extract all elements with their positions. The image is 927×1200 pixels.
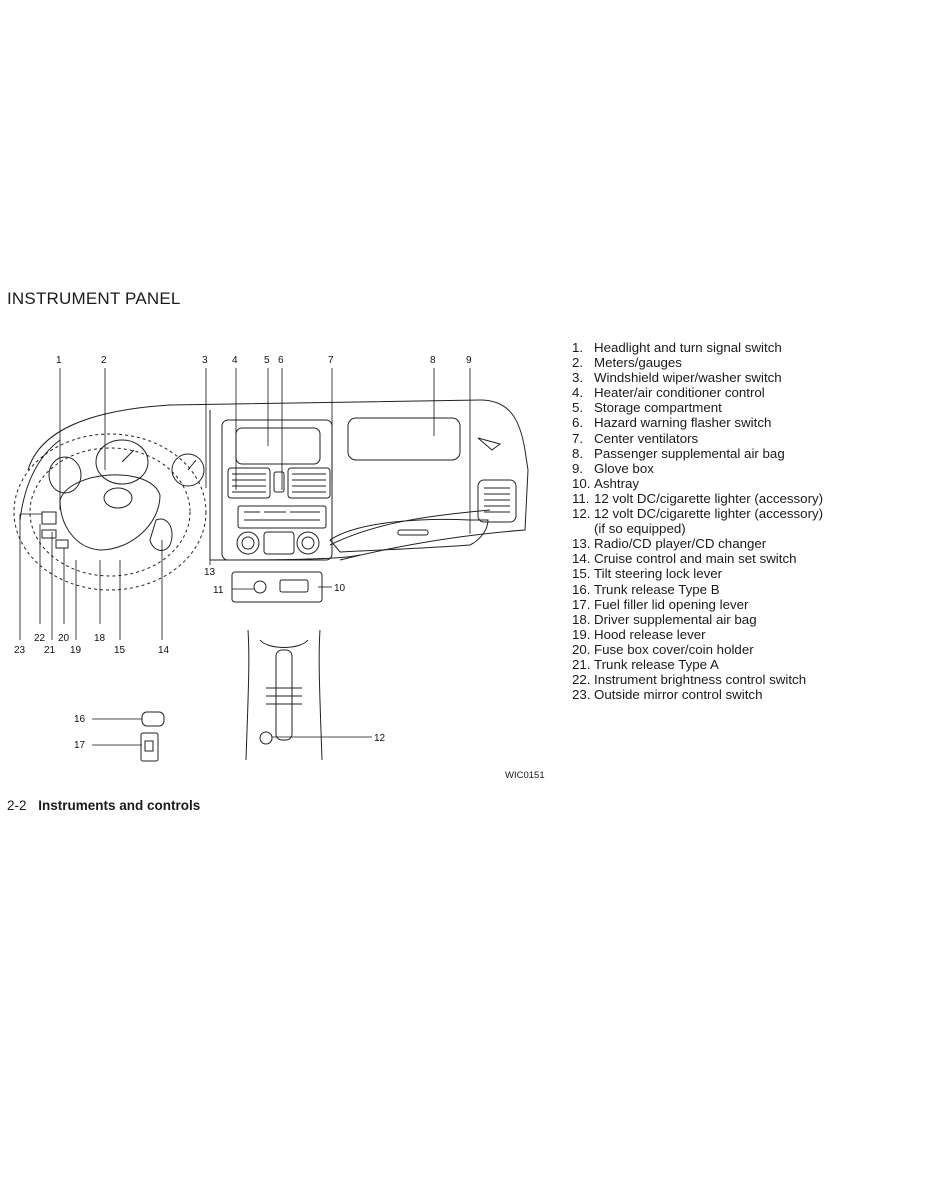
figure-code: WIC0151 — [505, 770, 545, 781]
callout-1: 1 — [56, 355, 62, 366]
page-title: INSTRUMENT PANEL — [7, 289, 181, 308]
steering-wheel-outline — [13, 433, 207, 591]
callout-5: 5 — [264, 355, 270, 366]
legend-item: 13.Radio/CD player/CD changer — [572, 536, 767, 552]
legend-item: 5.Storage compartment — [572, 400, 722, 416]
callout-17: 17 — [74, 740, 86, 751]
callout-21: 21 — [44, 645, 56, 656]
fuel-filler-lever-outline — [140, 732, 159, 762]
passenger-airbag-outline — [347, 417, 461, 461]
callout-9: 9 — [466, 355, 472, 366]
callout-18: 18 — [94, 633, 106, 644]
legend-item: 21.Trunk release Type A — [572, 656, 719, 672]
callout-23: 23 — [14, 645, 26, 656]
legend-item: 3.Windshield wiper/washer switch — [572, 370, 782, 386]
legend-item: 23.Outside mirror control switch — [572, 687, 763, 703]
callout-6: 6 — [278, 355, 284, 366]
page-number: 2-2 — [7, 798, 27, 813]
callout-10: 10 — [334, 583, 346, 594]
glove-box-outline — [329, 518, 489, 553]
page-footer: 2-2 Instruments and controls — [7, 798, 200, 813]
shifter-outline — [275, 649, 293, 741]
callout-15: 15 — [114, 645, 126, 656]
callout-12: 12 — [374, 733, 386, 744]
hvac-knob-right — [296, 531, 320, 555]
callout-numbers: 1 2 3 4 5 6 7 8 9 10 11 12 13 14 15 16 1… — [14, 355, 472, 751]
legend-item: 22.Instrument brightness control switch — [572, 672, 807, 688]
radio-outline — [237, 505, 327, 529]
callout-16: 16 — [74, 714, 86, 725]
callout-8: 8 — [430, 355, 436, 366]
legend-item: 15.Tilt steering lock lever — [572, 566, 723, 582]
trunk-release-b-outline — [141, 711, 165, 727]
callout-22: 22 — [34, 633, 46, 644]
legend-item: 4.Heater/air conditioner control — [572, 385, 765, 401]
dashboard-outline — [27, 399, 529, 471]
center-stack-outline — [221, 419, 333, 561]
legend-item: 7.Center ventilators — [572, 430, 699, 446]
component-legend: 1.Headlight and turn signal switch 2.Met… — [572, 340, 823, 702]
section-title: Instruments and controls — [38, 798, 201, 813]
legend-item: 20.Fuse box cover/coin holder — [572, 641, 754, 657]
hvac-knob-left — [236, 531, 260, 555]
callout-2: 2 — [101, 355, 107, 366]
storage-compartment-outline — [235, 427, 321, 465]
center-vent-right — [287, 467, 331, 499]
legend-item: 1.Headlight and turn signal switch — [572, 340, 782, 355]
callout-11: 11 — [213, 585, 224, 596]
callout-7: 7 — [328, 355, 334, 366]
callout-19: 19 — [70, 645, 82, 656]
center-console-outline — [245, 629, 323, 761]
legend-item: 12.12 volt DC/cigarette lighter (accesso… — [572, 506, 824, 522]
callout-4: 4 — [232, 355, 238, 366]
callout-13: 13 — [204, 567, 216, 578]
legend-item: 18.Driver supplemental air bag — [572, 611, 757, 627]
legend-item: (if so equipped) — [594, 521, 686, 537]
steering-hub-outline — [59, 474, 161, 551]
side-vent — [477, 479, 517, 523]
instrument-panel-diagram: 1 2 3 4 5 6 7 8 9 10 11 12 13 14 15 16 1… — [13, 355, 529, 762]
legend-item: 16.Trunk release Type B — [572, 581, 720, 597]
legend-item: 6.Hazard warning flasher switch — [572, 415, 772, 431]
legend-item: 14.Cruise control and main set switch — [572, 551, 797, 567]
callout-20: 20 — [58, 633, 70, 644]
center-vent-left — [227, 467, 271, 499]
legend-item: 8.Passenger supplemental air bag — [572, 445, 785, 461]
legend-item: 9.Glove box — [572, 460, 654, 476]
callout-14: 14 — [158, 645, 170, 656]
legend-item: 10.Ashtray — [572, 475, 640, 491]
legend-item: 2.Meters/gauges — [572, 355, 682, 371]
legend-item: 17.Fuel filler lid opening lever — [572, 596, 749, 612]
legend-item: 19.Hood release lever — [572, 626, 706, 642]
callout-3: 3 — [202, 355, 208, 366]
legend-item: 11.12 volt DC/cigarette lighter (accesso… — [572, 490, 824, 506]
